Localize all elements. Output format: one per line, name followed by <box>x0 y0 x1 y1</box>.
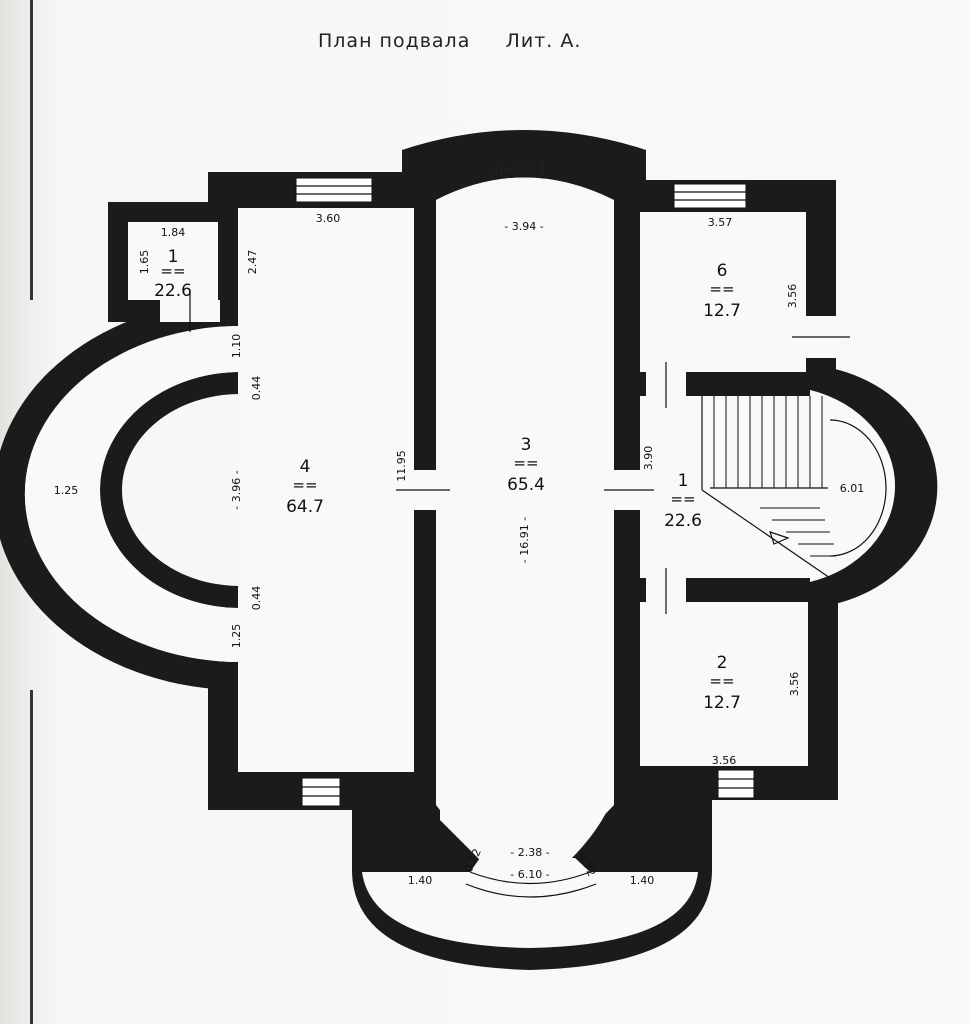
room-area: 12.7 <box>703 301 741 321</box>
room-2-label: 2 == 12.7 <box>703 653 741 713</box>
dim-125-inner: 1.25 <box>230 624 243 649</box>
dim-601: 6.01 <box>840 482 865 495</box>
dim-110: 1.10 <box>230 334 243 359</box>
room-separator: == <box>709 672 734 690</box>
room-area: 22.6 <box>664 511 702 531</box>
room-separator: == <box>160 262 185 280</box>
floors <box>24 177 895 948</box>
room-number: 4 <box>300 457 311 477</box>
left-bay-wall <box>0 300 240 690</box>
room2-floor <box>640 602 808 766</box>
room5-left-wall <box>108 202 128 320</box>
room-5-label: 1 == 22.6 <box>154 247 192 301</box>
room-separator: == <box>709 280 734 298</box>
room6-floor <box>640 212 806 372</box>
window-room2-bottom <box>717 769 755 799</box>
room-number: 3 <box>521 435 532 455</box>
dim-610: - 6.10 - <box>510 868 549 881</box>
room-separator: == <box>670 490 695 508</box>
dim-247: 2.47 <box>246 250 259 275</box>
room-separator: == <box>513 454 538 472</box>
window-room4-top <box>295 177 373 203</box>
dim-356-room6: 3.56 <box>786 284 799 309</box>
room-separator: == <box>292 476 317 494</box>
room-number: 1 <box>678 471 689 491</box>
dim-140-left: 1.40 <box>408 874 433 887</box>
room-1-label: 1 == 22.6 <box>664 471 702 531</box>
room1-floor <box>640 396 810 578</box>
room-labels: 1 == 22.6 <box>154 247 192 301</box>
room3-floor <box>436 177 614 845</box>
staircase <box>701 396 887 579</box>
room-number: 1 <box>168 247 179 267</box>
entrance-floor <box>362 858 698 948</box>
dim-044-bottom: 0.44 <box>250 586 263 611</box>
room4-floor <box>238 208 414 772</box>
dim-356-room2-side: 3.56 <box>788 672 801 697</box>
room-area: 65.4 <box>507 475 545 495</box>
room-number: 2 <box>717 653 728 673</box>
ceiling-height: h=2.64 <box>494 163 546 179</box>
dim-390: 3.90 <box>642 446 655 471</box>
windows <box>295 177 755 807</box>
right-bay-wall <box>810 365 938 608</box>
dim-396: - 3.96 - <box>230 470 243 509</box>
dim-394: - 3.94 - <box>504 220 543 233</box>
room3-top-arch <box>402 130 646 360</box>
room-area: 22.6 <box>154 281 192 301</box>
room-area: 64.7 <box>286 497 324 517</box>
window-room4-bottom <box>301 777 341 807</box>
dim-360: 3.60 <box>316 212 341 225</box>
stair-arrow-icon <box>769 531 790 545</box>
window-room6-top <box>673 183 747 209</box>
dim-125-outer: 1.25 <box>54 484 79 497</box>
plan-title: План подвала Лит. А. <box>318 30 582 52</box>
left-inner-arc-wall <box>100 372 240 608</box>
doors <box>160 292 850 614</box>
dim-356-room2-bottom: 3.56 <box>712 754 737 767</box>
binder-line-top <box>30 0 33 300</box>
room-number: 6 <box>717 261 728 281</box>
room2-right-wall <box>808 578 838 798</box>
dim-044-top: 0.44 <box>250 376 263 401</box>
dim-238: - 2.38 - <box>510 846 549 859</box>
room-3-label: 3 == 65.4 <box>507 435 545 495</box>
dim-165: 1.65 <box>138 250 151 275</box>
room-4-label: 4 == 64.7 <box>286 457 324 517</box>
room4-bay-floor <box>24 326 240 662</box>
dim-184: 1.84 <box>161 226 186 239</box>
dim-1195: 11.95 <box>395 450 408 482</box>
dim-1691: - 16.91 - <box>518 517 531 563</box>
entrance-steps <box>465 871 597 898</box>
dim-140-right: 1.40 <box>630 874 655 887</box>
room5-top-wall <box>108 202 238 222</box>
room-6-label: 6 == 12.7 <box>703 261 741 321</box>
dim-357: 3.57 <box>708 216 733 229</box>
binder-line-bottom <box>30 690 33 1024</box>
room5-floor <box>128 222 218 300</box>
room-area: 12.7 <box>703 693 741 713</box>
room1-bay-floor <box>810 390 895 582</box>
